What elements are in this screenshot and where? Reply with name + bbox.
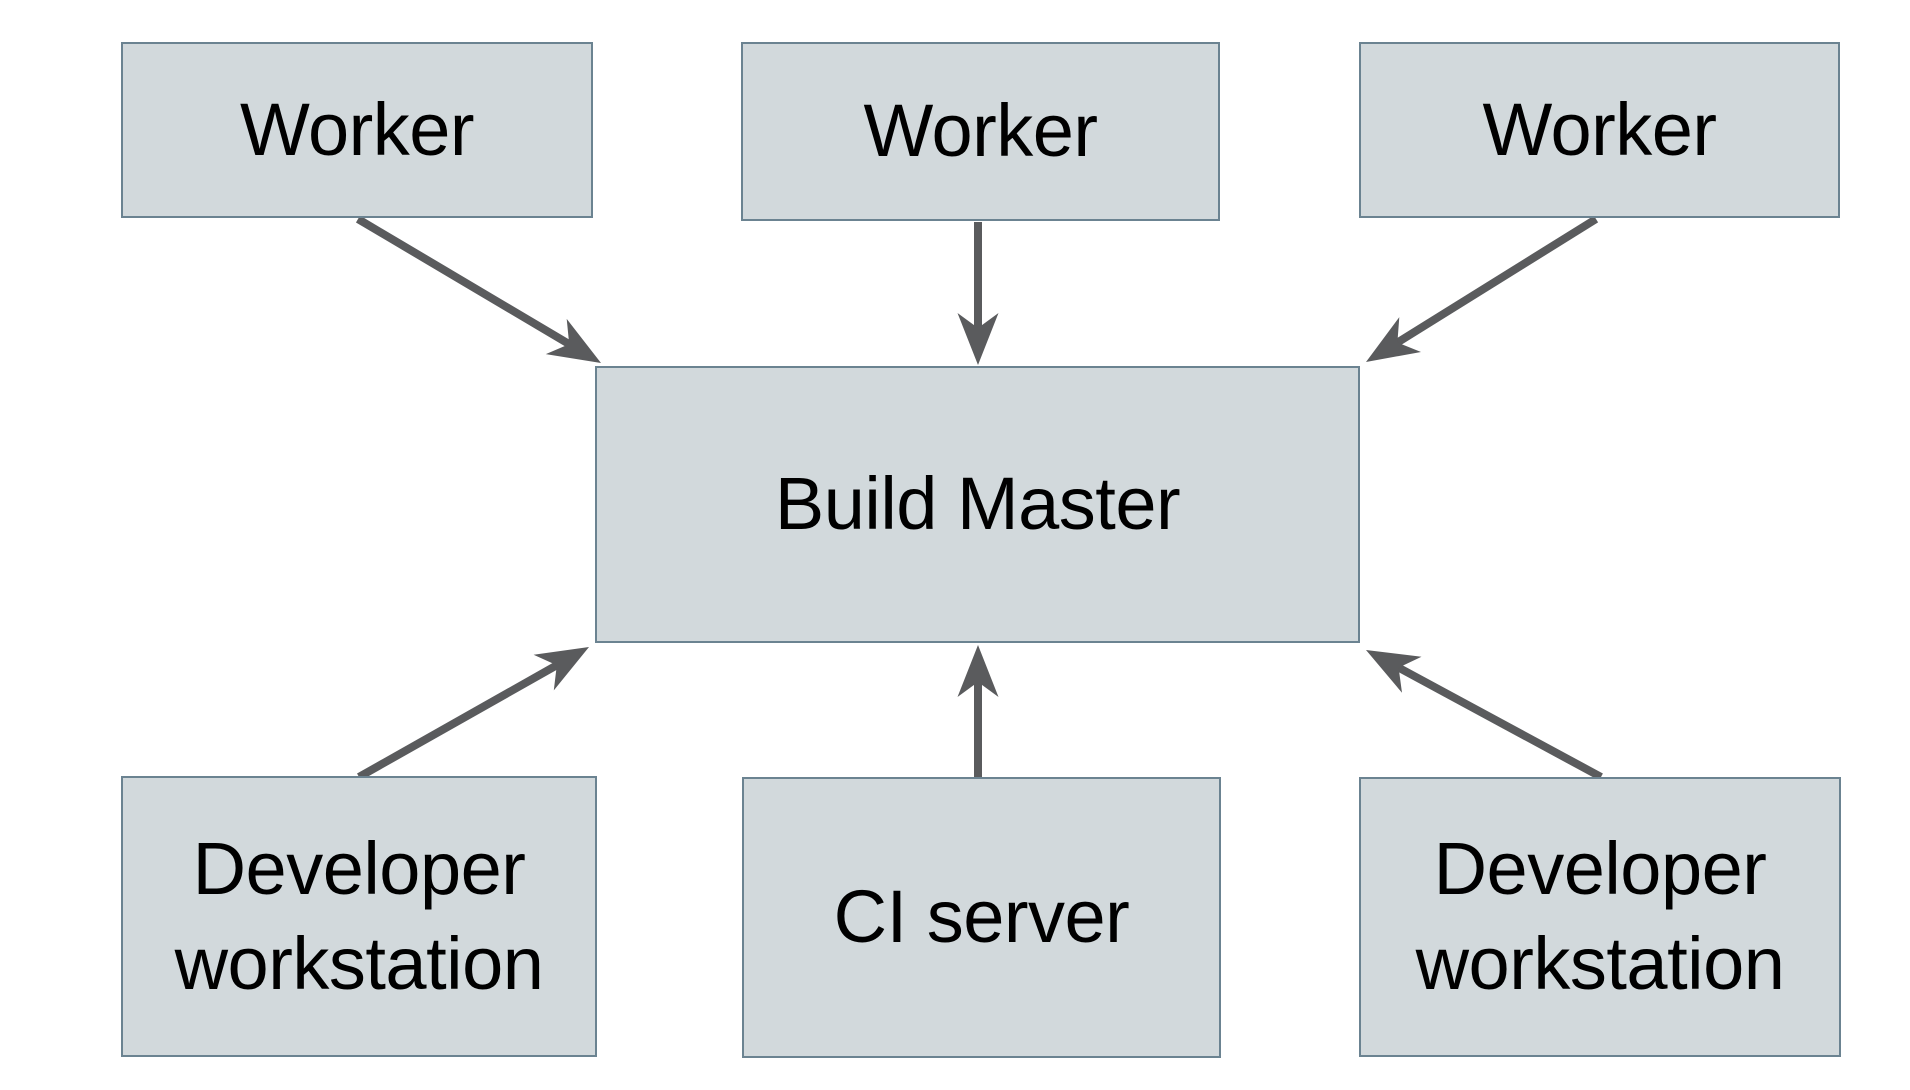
node-worker-3-label: Worker [1482,87,1717,171]
node-developer-workstation-left: Developer workstation [121,776,597,1057]
node-worker-1-label: Worker [239,87,475,171]
arrow-shaft-developer-workstation-right [1378,654,1603,781]
node-worker-1: Worker [121,42,593,218]
node-worker-2-label: Worker [863,89,1098,173]
node-developer-workstation-right-label: Developer workstation [1415,827,1785,1005]
node-developer-workstation-left-label: Developer workstation [174,826,544,1005]
node-worker-3: Worker [1359,42,1840,218]
arrow-shaft-developer-workstation-left [357,651,578,781]
node-build-master-label: Build Master [774,462,1181,546]
arrow-head-worker-1 [545,318,601,363]
arrow-shaft-worker-1 [355,215,590,359]
node-worker-2: Worker [741,42,1220,221]
node-ci-server-label: CI server [833,875,1130,959]
arrow-head-worker-3 [1366,317,1421,362]
arrow-shaft-worker-3 [1377,215,1599,357]
arrow-head-developer-workstation-left [533,647,589,691]
arrow-head-worker-2 [957,313,999,365]
node-build-master: Build Master [595,366,1360,643]
node-ci-server: CI server [742,777,1221,1058]
arrow-head-developer-workstation-right [1366,650,1422,693]
arrow-head-ci-server [957,645,999,697]
node-developer-workstation-right: Developer workstation [1359,777,1841,1057]
